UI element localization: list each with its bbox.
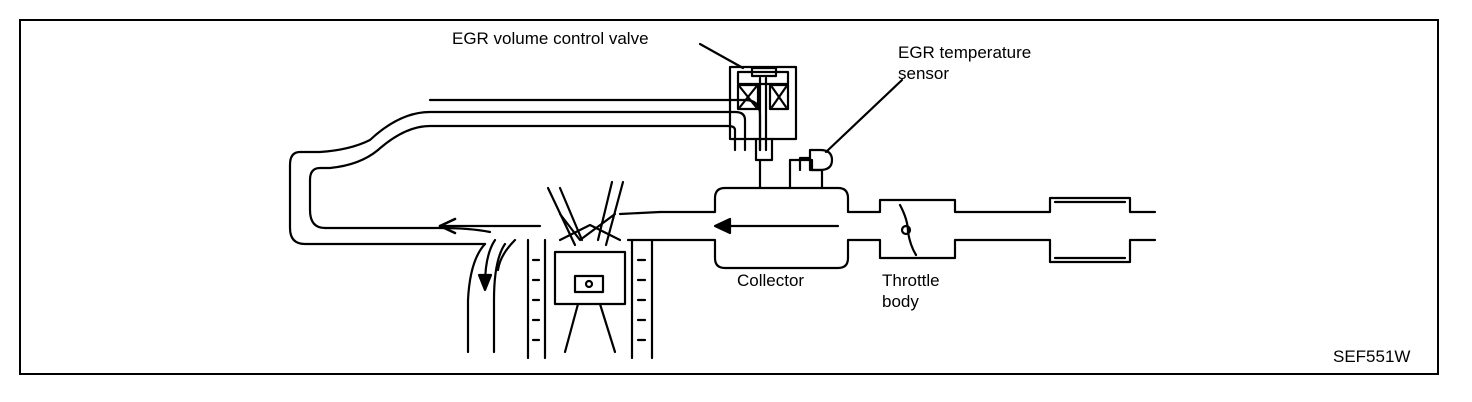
egr-temperature-sensor-label: EGR temperature sensor: [898, 43, 1032, 83]
diagram-frame: [19, 19, 1439, 375]
egr-volume-control-valve-label: EGR volume control valve: [452, 29, 649, 48]
egr-valve-leader-line: [698, 42, 745, 70]
throttle-valve: [898, 203, 918, 257]
figure-code-label: SEF551W: [1333, 347, 1411, 366]
collector-label: Collector: [737, 271, 805, 290]
egr-passage: [288, 98, 762, 246]
intake-tube: [658, 158, 1157, 270]
throttle-body-label: Throttle body: [882, 271, 940, 311]
egr-sensor-leader-line: [824, 78, 904, 154]
engine-cylinder: [466, 180, 662, 360]
egr-volume-control-valve: [728, 65, 798, 162]
